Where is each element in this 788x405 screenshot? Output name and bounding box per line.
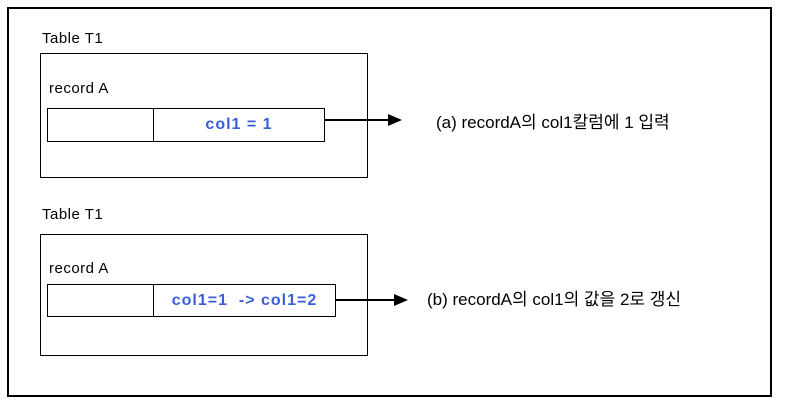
record-label-b: record A <box>49 260 109 277</box>
caption-b: (b) recordA의 col1의 값을 2로 갱신 <box>427 290 682 309</box>
record-cell-value-a: col1 = 1 <box>205 116 273 133</box>
record-label-a: record A <box>49 80 109 97</box>
diagram-outer-frame <box>7 7 772 397</box>
arrowhead-right-icon <box>388 114 402 126</box>
arrowhead-right-icon <box>394 294 408 306</box>
table-title-a: Table T1 <box>42 30 104 47</box>
caption-a: (a) recordA의 col1칼럼에 1 입력 <box>436 113 670 132</box>
record-cell-empty-a <box>48 109 154 141</box>
record-cell-empty-b <box>48 285 154 316</box>
record-cell-value-b: col1=1 -> col1=2 <box>171 291 318 309</box>
record-row-b: col1=1 -> col1=2 <box>47 284 336 317</box>
arrow-line-b <box>335 299 394 301</box>
table-title-b: Table T1 <box>42 206 104 223</box>
arrow-line-a <box>324 119 388 121</box>
record-row-a: col1 = 1 <box>47 108 325 142</box>
